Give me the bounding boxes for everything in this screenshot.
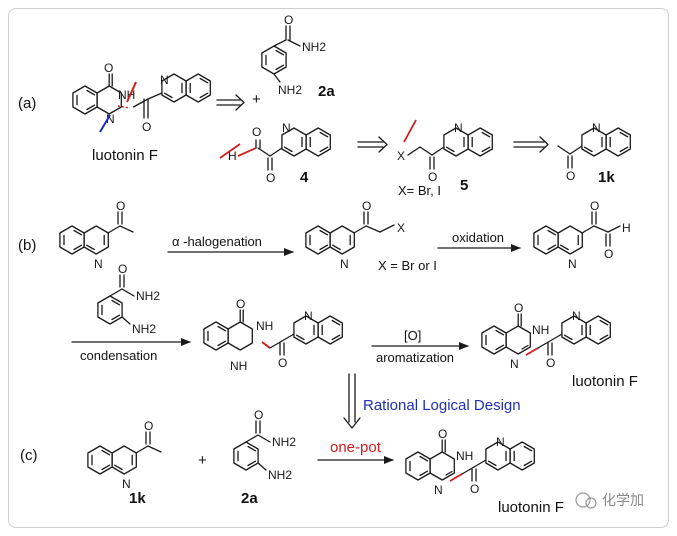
- aromatization-label: aromatization: [376, 350, 454, 365]
- svg-text:O: O: [604, 247, 613, 261]
- svg-text:O: O: [362, 199, 371, 213]
- figure-frame: [8, 8, 669, 528]
- svg-text:H: H: [228, 149, 237, 163]
- oxidant-label: [O]: [404, 328, 421, 343]
- compound-2a-label-a: 2a: [318, 83, 335, 100]
- rational-design-arrow: [343, 373, 361, 429]
- svg-text:O: O: [546, 356, 555, 370]
- svg-text:N: N: [160, 73, 169, 87]
- svg-text:O: O: [590, 199, 599, 213]
- svg-text:NH2: NH2: [278, 83, 302, 97]
- svg-text:N: N: [510, 357, 519, 371]
- svg-text:H: H: [622, 221, 631, 235]
- section-c-label: (c): [20, 447, 38, 464]
- svg-text:N: N: [94, 257, 103, 271]
- retro-arrow-3: [513, 136, 549, 153]
- glyoxal-structure: N O O H: [533, 199, 631, 271]
- svg-text:O: O: [514, 301, 523, 315]
- compound-5-label: 5: [460, 177, 468, 194]
- svg-text:O: O: [278, 356, 287, 370]
- retro-arrow-1: [216, 94, 245, 111]
- plus-sign-c: +: [198, 452, 207, 469]
- svg-text:NH: NH: [532, 323, 549, 337]
- svg-text:O: O: [104, 61, 113, 75]
- svg-text:N: N: [568, 257, 577, 271]
- compound-5-structure: X O N: [397, 119, 493, 184]
- compound-4-structure: O H O N: [219, 121, 331, 185]
- svg-text:N: N: [122, 477, 131, 491]
- dihydroquinazolinone-structure: O NH NH O N: [204, 297, 343, 373]
- svg-text:O: O: [566, 169, 575, 183]
- svg-text:O: O: [428, 170, 437, 184]
- section-b-label: (b): [18, 237, 36, 254]
- svg-text:O: O: [236, 297, 245, 311]
- svg-text:O: O: [470, 482, 479, 496]
- svg-text:O: O: [284, 13, 293, 27]
- svg-text:O: O: [142, 120, 151, 134]
- svg-text:NH: NH: [230, 359, 247, 373]
- luotonin-f-structure-b: O NH N O N: [482, 301, 611, 371]
- plus-sign-a: +: [252, 91, 261, 108]
- halogenation-label: α -halogenation: [172, 234, 262, 249]
- blue-disconnection-mark: [99, 114, 111, 133]
- svg-text:NH2: NH2: [268, 468, 292, 482]
- svg-text:化学加: 化学加: [602, 493, 644, 509]
- svg-text:O: O: [438, 427, 447, 441]
- luotonin-f-structure-c: O NH N O N: [406, 427, 535, 497]
- condensation-label: condensation: [80, 348, 157, 363]
- red-disconnection-mark: [126, 81, 137, 103]
- svg-text:NH2: NH2: [136, 289, 160, 303]
- oxidation-label: oxidation: [452, 230, 504, 245]
- halo-ketone-structure: N O X: [305, 199, 405, 271]
- svg-text:N: N: [496, 435, 505, 449]
- retro-arrow-2: [357, 136, 388, 153]
- compound-1k-structure-c: N O: [87, 419, 162, 491]
- svg-text:NH2: NH2: [302, 40, 326, 54]
- svg-text:N: N: [106, 112, 115, 126]
- svg-text:N: N: [304, 309, 313, 323]
- luotonin-f-label-c: luotonin F: [498, 499, 564, 516]
- svg-text:N: N: [340, 257, 349, 271]
- anthranilamide-structure-c: O NH2 NH2: [233, 408, 296, 482]
- svg-text:O: O: [144, 419, 153, 433]
- anthranilamide-structure-b: O NH2 NH2: [97, 262, 160, 336]
- svg-text:O: O: [116, 199, 125, 213]
- compound-1k-label-a: 1k: [598, 169, 615, 186]
- svg-text:NH: NH: [456, 449, 473, 463]
- compound-1k-structure-a: O N: [557, 121, 631, 183]
- luotonin-f-structure-a: O NH N O N: [73, 61, 211, 134]
- section-a-label: (a): [18, 95, 36, 112]
- svg-text:NH2: NH2: [132, 322, 156, 336]
- compound-2a-label-c: 2a: [241, 490, 258, 507]
- svg-text:X: X: [397, 149, 405, 163]
- luotonin-f-label-b: luotonin F: [572, 373, 638, 390]
- x-condition-b: X = Br or I: [378, 258, 437, 273]
- luotonin-f-label-a: luotonin F: [92, 147, 158, 164]
- anthranilamide-structure-a: O NH2 NH2: [261, 13, 326, 97]
- svg-text:N: N: [434, 483, 443, 497]
- compound-1k-label-c: 1k: [129, 490, 146, 507]
- svg-text:O: O: [252, 125, 261, 139]
- svg-text:N: N: [592, 121, 601, 135]
- x-condition-a: X= Br, I: [398, 183, 441, 198]
- svg-text:NH2: NH2: [272, 435, 296, 449]
- svg-text:O: O: [266, 171, 275, 185]
- svg-text:N: N: [572, 309, 581, 323]
- svg-text:NH: NH: [256, 319, 273, 333]
- rational-design-label: Rational Logical Design: [363, 397, 521, 414]
- chat-icon: [575, 492, 591, 508]
- watermark: 化学加: [575, 492, 644, 509]
- svg-text:O: O: [254, 408, 263, 422]
- svg-text:O: O: [118, 262, 127, 276]
- compound-4-label: 4: [300, 169, 309, 186]
- svg-text:N: N: [454, 121, 463, 135]
- svg-text:X: X: [397, 221, 405, 235]
- one-pot-label: one-pot: [330, 439, 382, 456]
- svg-text:N: N: [282, 121, 291, 135]
- compound-1k-structure-b: N O: [59, 199, 134, 271]
